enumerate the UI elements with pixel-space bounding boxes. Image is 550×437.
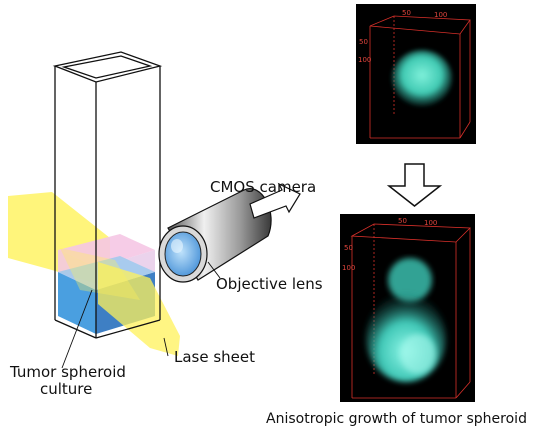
- pink-layer: [58, 234, 155, 268]
- camera-arrow: [249, 182, 301, 219]
- spheroid-image-after: 50 100 50 100: [340, 214, 475, 402]
- tick-label: 50: [398, 217, 407, 225]
- spheroid-image-before: 50 100 50 100: [356, 4, 476, 144]
- tick-label: 50: [359, 38, 368, 46]
- caption: Anisotropic growth of tumor spheroid: [266, 411, 527, 427]
- tick-label: 50: [402, 9, 411, 17]
- down-arrow: [386, 163, 443, 207]
- objective-lens: [158, 188, 272, 283]
- blue-layer-front: [58, 272, 96, 334]
- tick-label: 100: [342, 264, 355, 272]
- camera-label: CMOS camera: [210, 178, 317, 196]
- sheet-label: Lase sheet: [174, 348, 256, 366]
- culture-leader: [61, 289, 93, 369]
- sheet-leader: [163, 337, 169, 357]
- tick-label: 100: [434, 11, 447, 19]
- cuvette: [52, 51, 163, 83]
- tick-label: 50: [344, 244, 353, 252]
- tick-label: 100: [358, 56, 371, 64]
- laser-sheet-mid: [60, 248, 140, 300]
- culture-label-line1: Tumor spheroid: [10, 363, 126, 381]
- objective-label: Objective lens: [216, 275, 323, 293]
- culture-label-line2: culture: [40, 380, 93, 398]
- laser-sheet-right: [98, 262, 180, 356]
- tick-label: 100: [424, 219, 437, 227]
